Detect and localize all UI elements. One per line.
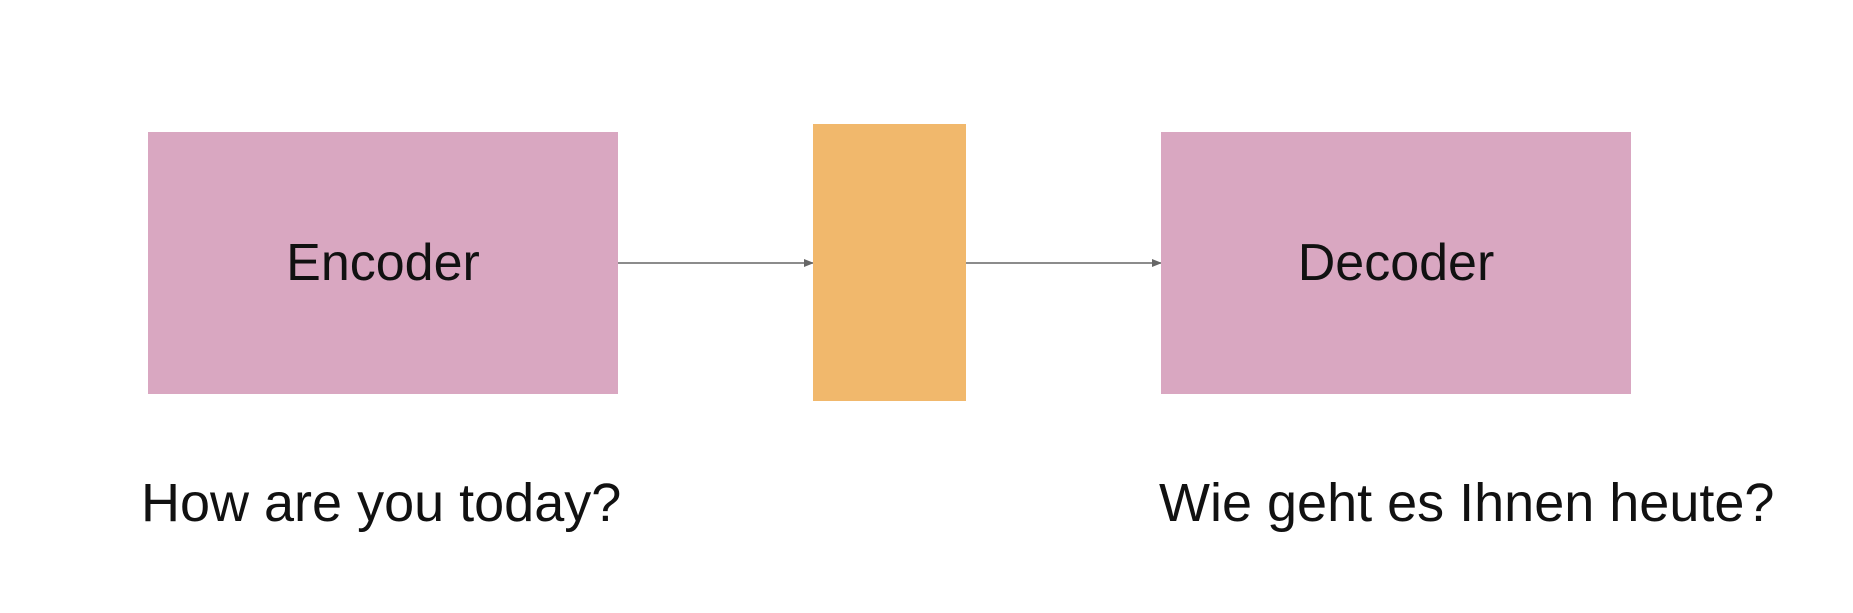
encoder-box: Encoder [148, 132, 618, 394]
encoder-label: Encoder [286, 234, 480, 292]
source-sentence-caption: How are you today? [141, 473, 622, 533]
context-vector-box [813, 124, 966, 401]
decoder-box: Decoder [1161, 132, 1631, 394]
decoder-label: Decoder [1297, 234, 1495, 292]
target-sentence-caption: Wie geht es Ihnen heute? [1159, 473, 1775, 533]
